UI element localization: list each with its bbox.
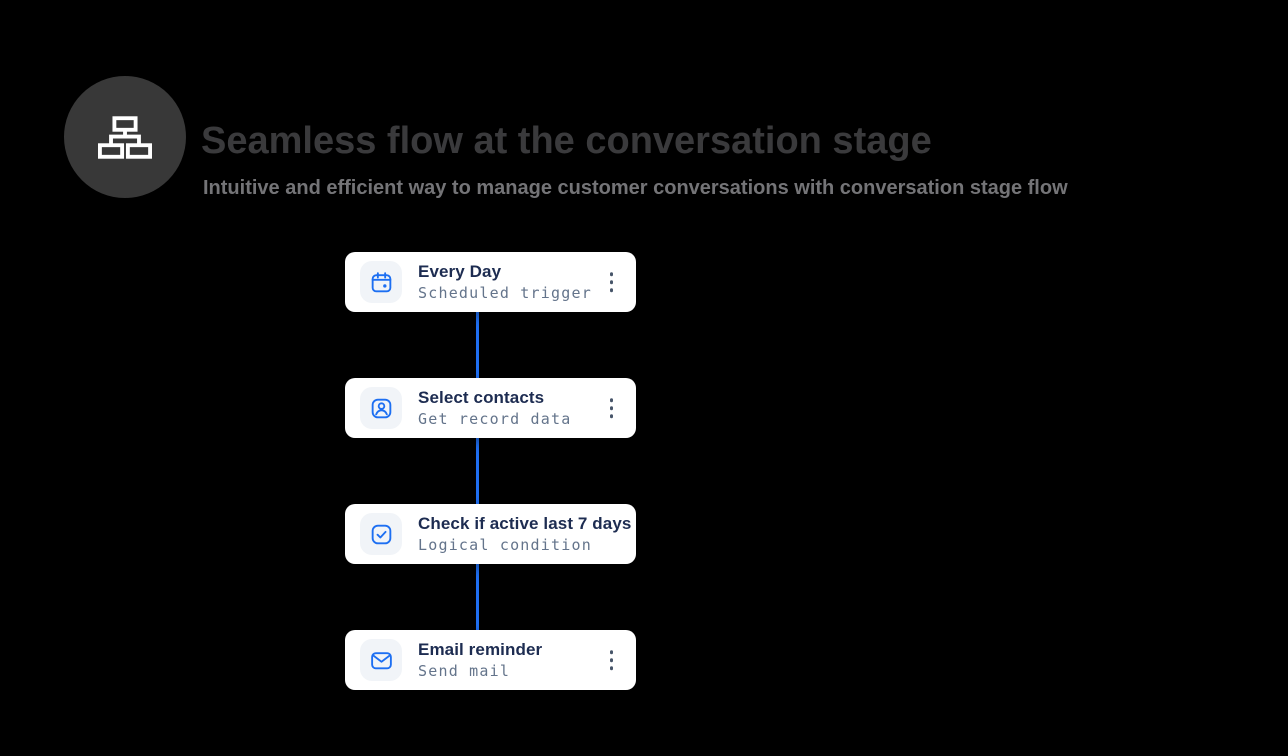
step-title: Check if active last 7 days <box>418 514 632 534</box>
flow-step-card[interactable]: Check if active last 7 days Logical cond… <box>345 504 636 564</box>
flow-step-card[interactable]: Every Day Scheduled trigger <box>345 252 636 312</box>
menu-dot <box>609 272 613 276</box>
step-title: Email reminder <box>418 640 543 660</box>
menu-dot <box>609 398 613 402</box>
checkbox-icon <box>360 513 402 555</box>
menu-dot <box>609 658 613 662</box>
feature-badge <box>64 76 186 198</box>
step-text: Check if active last 7 days Logical cond… <box>418 514 631 553</box>
menu-dot <box>609 666 613 670</box>
flow-step-card[interactable]: Email reminder Send mail <box>345 630 636 690</box>
step-menu-button[interactable] <box>607 269 617 295</box>
feature-section: { "header": { "badge_icon": "sitemap-ico… <box>64 76 1068 690</box>
menu-dot <box>609 650 613 654</box>
step-text: Select contacts Get record data <box>418 388 571 427</box>
sitemap-icon <box>98 115 152 159</box>
contact-icon <box>360 387 402 429</box>
calendar-icon <box>360 261 402 303</box>
step-subtitle: Send mail <box>418 662 511 681</box>
step-subtitle: Scheduled trigger <box>418 284 592 303</box>
flow-connector-line <box>476 300 479 650</box>
step-subtitle: Get record data <box>418 410 572 429</box>
menu-dot <box>609 414 613 418</box>
step-title: Select contacts <box>418 388 545 408</box>
workflow-diagram: Every Day Scheduled trigger Select conta… <box>345 252 636 756</box>
page-title: Seamless flow at the conversation stage <box>201 120 932 162</box>
step-text: Every Day Scheduled trigger <box>418 262 592 301</box>
menu-dot <box>609 280 613 284</box>
step-text: Email reminder Send mail <box>418 640 542 679</box>
page-subtitle: Intuitive and efficient way to manage cu… <box>203 177 1068 199</box>
menu-dot <box>609 406 613 410</box>
step-subtitle: Logical condition <box>418 536 592 555</box>
step-menu-button[interactable] <box>607 395 617 421</box>
step-title: Every Day <box>418 262 502 282</box>
flow-step-card[interactable]: Select contacts Get record data <box>345 378 636 438</box>
step-menu-button[interactable] <box>607 647 617 673</box>
menu-dot <box>609 288 613 292</box>
envelope-icon <box>360 639 402 681</box>
